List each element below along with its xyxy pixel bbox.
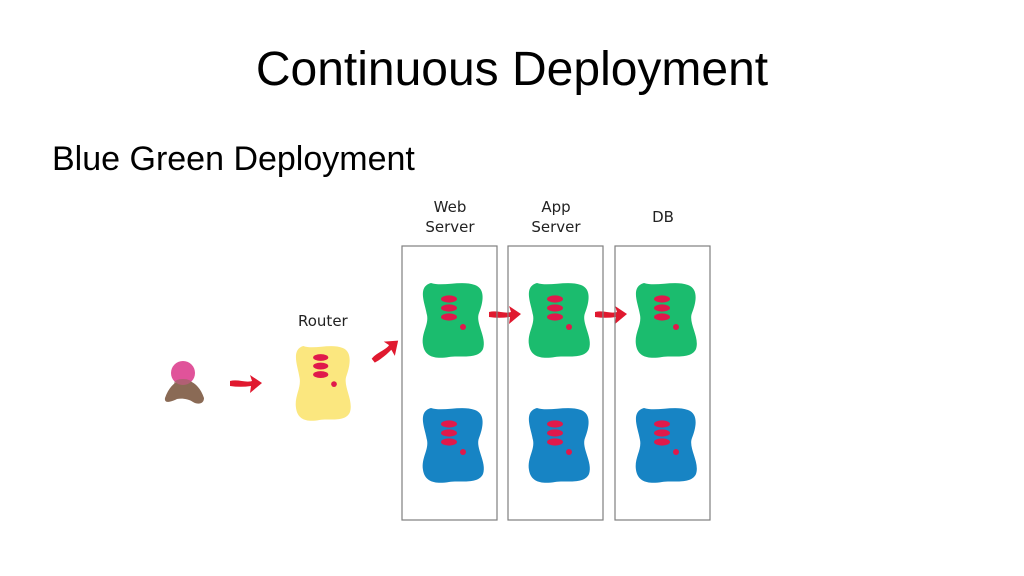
user-head-overlap [174,379,192,387]
router-label: Router [298,312,348,330]
router-icon [295,346,351,421]
server-icon [635,283,697,358]
server-icon [528,408,590,483]
arrow-icon [595,306,627,324]
user-body [164,380,204,404]
arrow-icon [230,375,262,393]
column-label-db: DB [652,208,674,226]
arrow-icon [489,306,521,324]
column-label-app-server: App Server [531,198,581,236]
arrow-icon [368,334,405,369]
column-db [614,245,711,521]
column-label-web-server: Web Server [425,198,475,236]
column-web-server [401,245,498,521]
user-head [171,361,195,385]
slide-subtitle: Blue Green Deployment [52,140,415,178]
server-icon [635,408,697,483]
server-icon [422,283,484,358]
slide-title: Continuous Deployment [255,43,769,96]
server-icon [528,283,590,358]
user-icon [164,361,204,404]
column-app-server [507,245,604,521]
server-icon [422,408,484,483]
